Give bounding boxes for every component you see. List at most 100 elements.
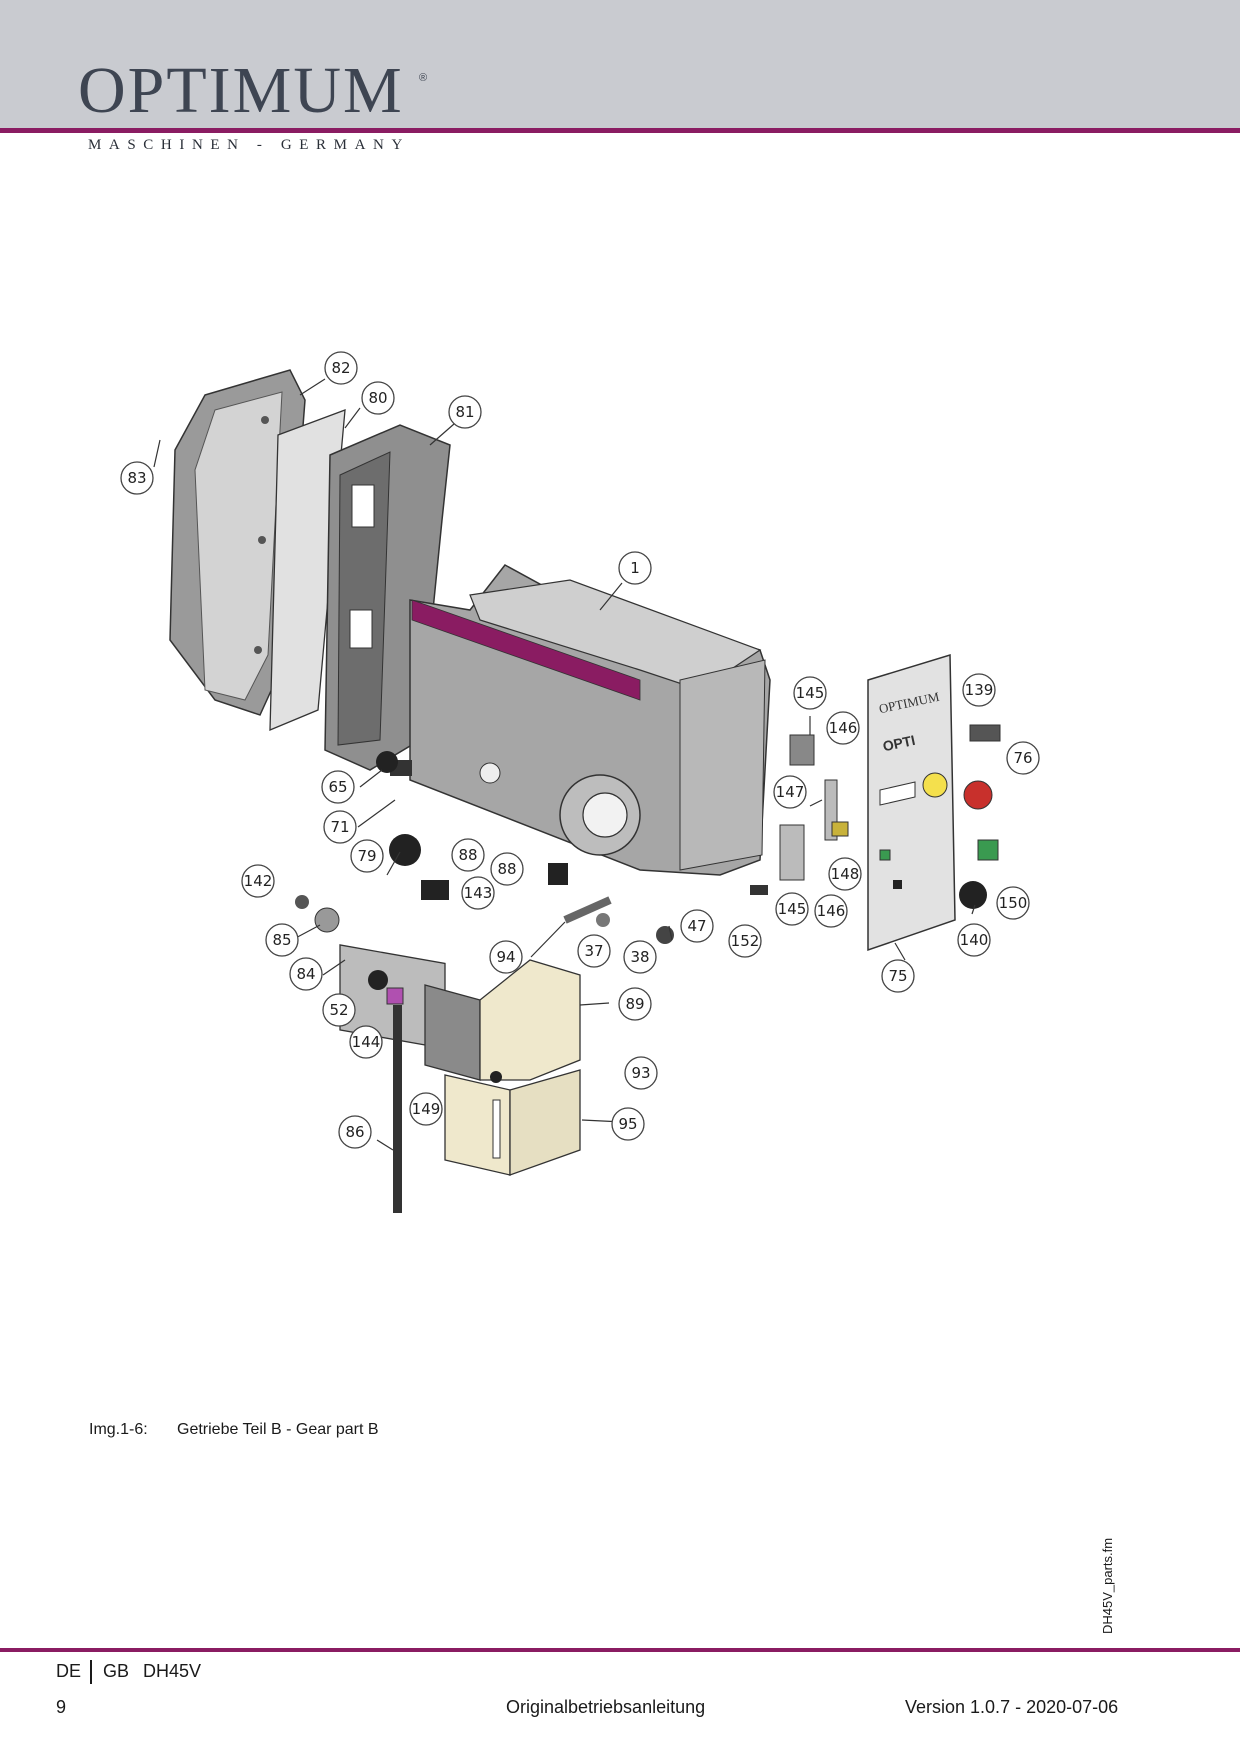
svg-text:144: 144 xyxy=(352,1033,381,1051)
part-86-rod xyxy=(393,1005,402,1213)
callout-139: 139 xyxy=(962,673,996,707)
svg-text:146: 146 xyxy=(829,719,858,737)
panel-model-text: OPTI xyxy=(881,732,916,754)
callout-83: 83 xyxy=(120,461,154,495)
svg-text:142: 142 xyxy=(244,872,273,890)
svg-text:139: 139 xyxy=(965,681,994,699)
footer-doc-title: Originalbetriebsanleitung xyxy=(506,1697,706,1717)
callout-152: 152 xyxy=(728,924,762,958)
part-79-knob xyxy=(389,834,421,866)
callout-146-top: 146 xyxy=(826,711,860,745)
callout-71: 71 xyxy=(323,810,357,844)
header-band xyxy=(0,0,1240,130)
svg-text:80: 80 xyxy=(368,389,387,407)
callout-147: 147 xyxy=(773,775,807,809)
callout-37: 37 xyxy=(577,934,611,968)
small-parts xyxy=(295,724,1001,1213)
svg-text:145: 145 xyxy=(796,684,825,702)
svg-text:152: 152 xyxy=(731,932,760,950)
callout-145-top: 145 xyxy=(793,676,827,710)
svg-text:76: 76 xyxy=(1013,749,1032,767)
footer-lang-gb: GB xyxy=(103,1661,130,1681)
callout-82: 82 xyxy=(324,351,358,385)
footer-lang-de: DE xyxy=(56,1661,82,1681)
part-89-95-covers xyxy=(424,959,581,1176)
part-80-gasket xyxy=(269,409,346,731)
callout-86: 86 xyxy=(338,1115,372,1149)
svg-text:47: 47 xyxy=(687,917,706,935)
callout-79: 79 xyxy=(350,839,384,873)
callout-76: 76 xyxy=(1006,741,1040,775)
svg-text:81: 81 xyxy=(455,403,474,421)
svg-text:147: 147 xyxy=(776,783,805,801)
svg-text:89: 89 xyxy=(625,995,644,1013)
svg-text:79: 79 xyxy=(357,847,376,865)
svg-text:93: 93 xyxy=(631,1064,650,1082)
brand-logo: OPTIMUM xyxy=(78,54,404,127)
registered-mark: ® xyxy=(419,72,428,84)
svg-text:148: 148 xyxy=(831,865,860,883)
part-140-knob xyxy=(959,881,987,909)
svg-text:82: 82 xyxy=(331,359,350,377)
callout-146-bottom: 146 xyxy=(814,894,848,928)
callout-52: 52 xyxy=(322,993,356,1027)
callout-85: 85 xyxy=(265,923,299,957)
svg-text:85: 85 xyxy=(272,931,291,949)
svg-text:150: 150 xyxy=(999,894,1028,912)
svg-text:88: 88 xyxy=(497,860,516,878)
svg-text:94: 94 xyxy=(496,948,515,966)
callout-140: 140 xyxy=(957,923,991,957)
footer-model: DH45V xyxy=(143,1661,202,1681)
callout-143: 143 xyxy=(461,876,495,910)
part-139 xyxy=(969,724,1001,742)
callout-150: 150 xyxy=(996,886,1030,920)
header-accent-line xyxy=(0,128,1240,133)
part-81-housing xyxy=(324,424,451,771)
part-1-gear-casing xyxy=(409,564,771,876)
callout-80: 80 xyxy=(361,381,395,415)
svg-text:84: 84 xyxy=(296,965,315,983)
callout-148: 148 xyxy=(828,857,862,891)
part-145-bottom xyxy=(779,824,805,881)
svg-text:88: 88 xyxy=(458,846,477,864)
footer-version: Version 1.0.7 - 2020-07-06 xyxy=(905,1697,1119,1717)
svg-text:146: 146 xyxy=(817,902,846,920)
callout-95: 95 xyxy=(611,1107,645,1141)
part-145-top xyxy=(789,734,815,766)
footer-separator xyxy=(90,1660,92,1684)
callout-88-b: 88 xyxy=(490,852,524,886)
footer-page-number: 9 xyxy=(56,1697,67,1717)
callout-75: 75 xyxy=(881,959,915,993)
callout-88-a: 88 xyxy=(451,838,485,872)
part-148 xyxy=(831,821,849,837)
part-65-cap xyxy=(376,751,398,773)
callout-47: 47 xyxy=(680,909,714,943)
figure-caption-text: Getriebe Teil B - Gear part B xyxy=(177,1421,379,1438)
svg-text:75: 75 xyxy=(888,967,907,985)
part-142 xyxy=(295,895,309,909)
callout-38: 38 xyxy=(623,940,657,974)
part-152 xyxy=(750,885,768,895)
svg-text:83: 83 xyxy=(127,469,146,487)
callout-1: 1 xyxy=(618,551,652,585)
callout-89: 89 xyxy=(618,987,652,1021)
svg-text:145: 145 xyxy=(778,900,807,918)
svg-text:86: 86 xyxy=(345,1123,364,1141)
part-150 xyxy=(977,839,999,861)
callout-144: 144 xyxy=(349,1025,383,1059)
part-144 xyxy=(386,987,404,1005)
callout-93: 93 xyxy=(624,1056,658,1090)
part-88-b xyxy=(548,863,568,885)
callout-81: 81 xyxy=(448,395,482,429)
svg-text:140: 140 xyxy=(960,931,989,949)
part-88-a xyxy=(421,880,449,900)
part-75-control-panel: OPTIMUM OPTI xyxy=(867,653,956,952)
svg-text:149: 149 xyxy=(412,1100,441,1118)
svg-text:71: 71 xyxy=(330,818,349,836)
callout-149: 149 xyxy=(409,1092,443,1126)
callout-142: 142 xyxy=(241,864,275,898)
part-85 xyxy=(314,907,340,933)
callout-65: 65 xyxy=(321,770,355,804)
part-76-button xyxy=(963,780,993,810)
